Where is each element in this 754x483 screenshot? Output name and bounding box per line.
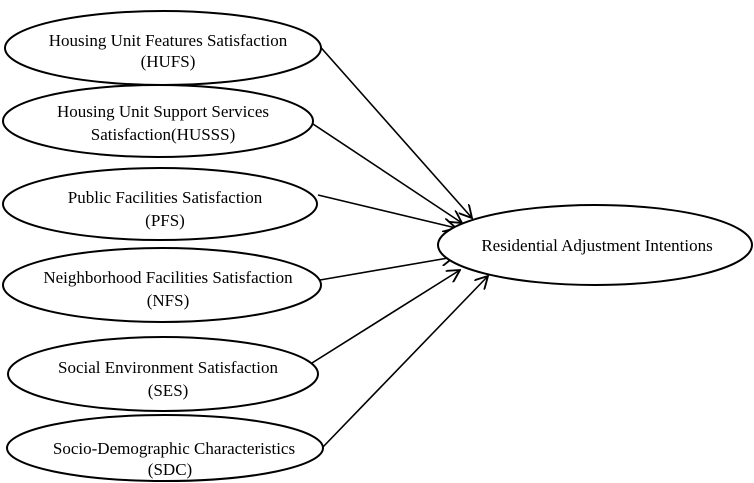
node-hufs: Housing Unit Features Satisfaction (HUFS… bbox=[4, 10, 322, 86]
node-husss-label-line1: Housing Unit Support Services bbox=[57, 102, 269, 121]
node-nfs-label-line1: Neighborhood Facilities Satisfaction bbox=[43, 268, 293, 287]
node-sdc-ellipse bbox=[6, 414, 324, 482]
node-ses-label-line2: (SES) bbox=[148, 381, 189, 400]
node-husss-ellipse bbox=[2, 84, 314, 158]
node-pfs-label-line1: Public Facilities Satisfaction bbox=[68, 188, 263, 207]
node-sdc-label-line2: (SDC) bbox=[148, 460, 192, 479]
node-sdc-label-line1: Socio-Demographic Characteristics bbox=[53, 439, 295, 458]
edge-husss-to-rai bbox=[312, 123, 462, 223]
node-nfs-label-line2: (NFS) bbox=[147, 291, 190, 310]
node-ses: Social Environment Satisfaction (SES) bbox=[7, 336, 319, 412]
node-pfs: Public Facilities Satisfaction (PFS) bbox=[2, 167, 318, 241]
node-pfs-ellipse bbox=[2, 167, 318, 241]
node-ses-ellipse bbox=[7, 336, 319, 412]
node-sdc: Socio-Demographic Characteristics (SDC) bbox=[6, 414, 324, 482]
node-rai: Residential Adjustment Intentions bbox=[437, 204, 753, 286]
node-ses-label-line1: Social Environment Satisfaction bbox=[58, 358, 279, 377]
node-rai-ellipse bbox=[437, 204, 753, 286]
node-hufs-label-line1: Housing Unit Features Satisfaction bbox=[49, 31, 288, 50]
edge-pfs-to-rai bbox=[317, 194, 456, 228]
edge-nfs-to-rai bbox=[319, 257, 454, 281]
node-rai-label: Residential Adjustment Intentions bbox=[481, 236, 712, 255]
node-nfs: Neighborhood Facilities Satisfaction (NF… bbox=[2, 247, 322, 323]
node-nfs-ellipse bbox=[2, 247, 322, 323]
node-hufs-label-line2: (HUFS) bbox=[141, 52, 196, 71]
node-husss-label-line2: Satisfaction(HUSSS) bbox=[91, 125, 236, 144]
edge-hufs-to-rai bbox=[315, 41, 472, 218]
node-husss: Housing Unit Support Services Satisfacti… bbox=[2, 84, 314, 158]
node-pfs-label-line2: (PFS) bbox=[145, 211, 185, 230]
edge-ses-to-rai bbox=[303, 270, 460, 369]
edges bbox=[303, 41, 488, 449]
edge-sdc-to-rai bbox=[321, 276, 488, 449]
